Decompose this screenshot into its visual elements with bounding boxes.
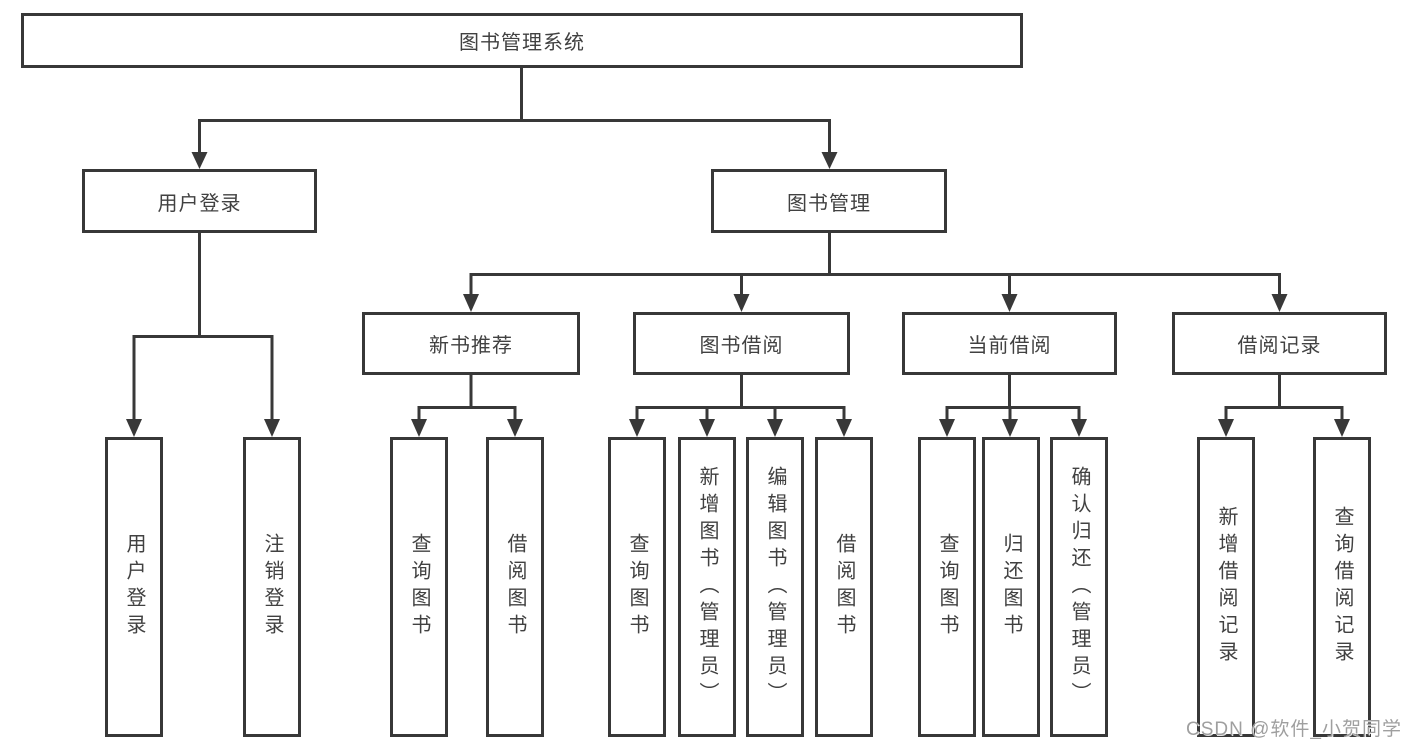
node-user-login-label: 用户登录	[157, 192, 242, 215]
leaf-borrow-books-recommend: 借阅图书	[486, 437, 544, 737]
leaf-borrow-books-label: 借阅图书	[833, 533, 855, 641]
leaf-edit-books-admin-label: 编辑图书（管理员）	[764, 465, 786, 709]
leaf-logout: 注销登录	[243, 437, 301, 737]
leaf-logout-label: 注销登录	[261, 533, 283, 641]
connector-currentborrow-to-leaves	[945, 375, 1081, 420]
arrowhead-icon	[1001, 294, 1018, 312]
leaf-confirm-return-admin: 确认归还（管理员）	[1050, 437, 1108, 737]
leaf-user-login: 用户登录	[105, 437, 163, 737]
leaf-edit-books-admin: 编辑图书（管理员）	[746, 437, 804, 737]
leaf-confirm-return-admin-label: 确认归还（管理员）	[1068, 465, 1090, 709]
leaf-query-books-borrowing: 查询图书	[608, 437, 666, 737]
leaf-query-books-current-label: 查询图书	[936, 533, 958, 641]
arrowhead-icon	[191, 152, 208, 169]
leaf-query-books-current: 查询图书	[918, 437, 976, 737]
node-book-management-label: 图书管理	[787, 192, 871, 215]
arrowhead-icon	[126, 419, 142, 437]
connector-userlogin-to-leaves	[132, 233, 274, 420]
node-root-label: 图书管理系统	[459, 32, 585, 54]
connector-bookborrow-to-leaves	[635, 375, 846, 420]
arrowhead-icon	[1002, 419, 1018, 437]
arrowhead-icon	[733, 294, 750, 312]
leaf-return-books: 归还图书	[982, 437, 1040, 737]
node-book-borrowing-label: 图书借阅	[699, 335, 784, 357]
leaf-query-books-recommend: 查询图书	[390, 437, 448, 737]
node-borrowing-records-label: 借阅记录	[1237, 335, 1322, 357]
arrowhead-icon	[939, 419, 955, 437]
leaf-borrow-books-recommend-label: 借阅图书	[504, 533, 526, 641]
leaf-user-login-label: 用户登录	[123, 533, 145, 641]
connector-bookmgmt-to-level3	[469, 233, 1281, 295]
node-current-borrowing-label: 当前借阅	[967, 335, 1052, 357]
node-new-book-recommend: 新书推荐	[362, 312, 580, 375]
node-book-borrowing: 图书借阅	[633, 312, 850, 375]
connector-root-to-level2	[198, 68, 831, 153]
arrowhead-icon	[1218, 419, 1234, 437]
arrowhead-icon	[411, 419, 427, 437]
watermark: CSDN @软件_小贺同学	[1186, 719, 1402, 740]
arrowhead-icon	[821, 152, 838, 169]
leaf-add-borrow-record: 新增借阅记录	[1197, 437, 1255, 737]
arrowhead-icon	[836, 419, 852, 437]
arrowhead-icon	[767, 419, 783, 437]
node-new-book-recommend-label: 新书推荐	[429, 335, 513, 357]
arrowhead-icon	[264, 419, 280, 437]
leaf-query-books-recommend-label: 查询图书	[408, 533, 430, 641]
leaf-add-borrow-record-label: 新增借阅记录	[1215, 506, 1237, 668]
leaf-add-books-admin-label: 新增图书（管理员）	[696, 465, 718, 709]
leaf-add-books-admin: 新增图书（管理员）	[678, 437, 736, 737]
arrowhead-icon	[1334, 419, 1350, 437]
node-current-borrowing: 当前借阅	[902, 312, 1117, 375]
node-root: 图书管理系统	[21, 13, 1023, 68]
node-book-management: 图书管理	[711, 169, 947, 233]
arrowhead-icon	[507, 419, 523, 437]
leaf-query-borrow-record-label: 查询借阅记录	[1331, 506, 1353, 668]
arrowhead-icon	[463, 294, 479, 312]
arrowhead-icon	[699, 419, 715, 437]
connector-borrowrecords-to-leaves	[1224, 375, 1344, 420]
leaf-borrow-books: 借阅图书	[815, 437, 873, 737]
arrowhead-icon	[1271, 294, 1288, 312]
leaf-query-borrow-record: 查询借阅记录	[1313, 437, 1371, 737]
leaf-query-books-borrowing-label: 查询图书	[626, 533, 648, 641]
node-borrowing-records: 借阅记录	[1172, 312, 1387, 375]
connector-newbookrec-to-leaves	[417, 375, 517, 420]
arrowhead-icon	[629, 419, 645, 437]
leaf-return-books-label: 归还图书	[1000, 533, 1022, 641]
node-user-login: 用户登录	[82, 169, 317, 233]
arrowhead-icon	[1071, 419, 1087, 437]
